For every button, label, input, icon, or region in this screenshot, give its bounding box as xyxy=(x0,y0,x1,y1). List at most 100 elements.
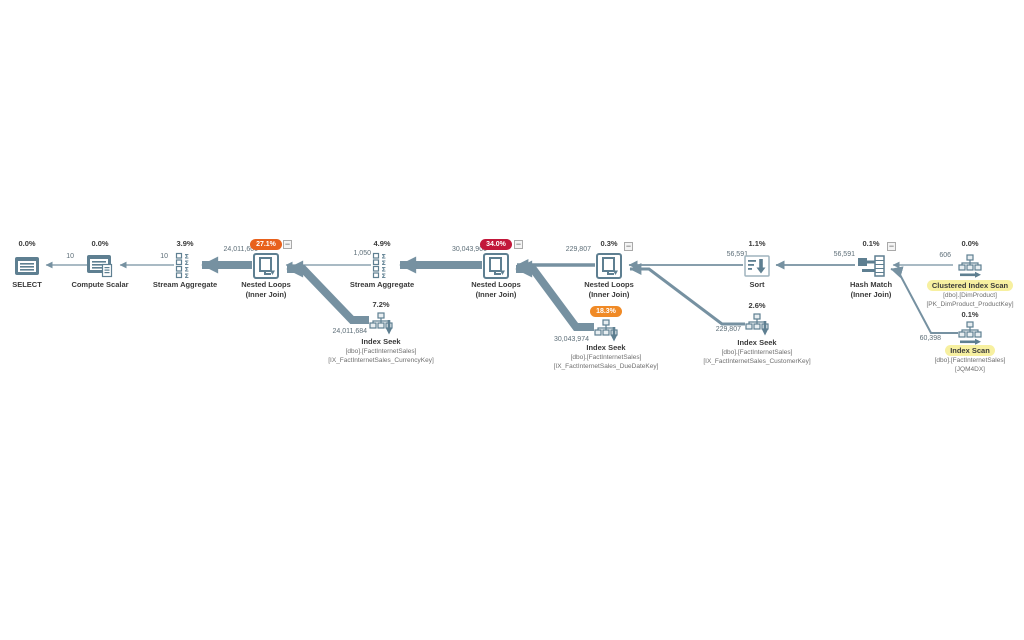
collapse-button[interactable]: − xyxy=(624,241,633,251)
plan-node-hash-match[interactable]: 0.1% Hash Match (Inner Join) xyxy=(826,239,916,299)
nested-loops-icon xyxy=(596,253,622,279)
collapse-button[interactable]: − xyxy=(514,239,523,249)
svg-text:Σ: Σ xyxy=(185,259,189,267)
node-label: Clustered Index Scan xyxy=(926,280,1014,291)
index-scan-icon xyxy=(958,321,982,345)
edge-index-seek-3-to-nested-loops-3 xyxy=(629,263,745,326)
plan-node-index-seek-3[interactable]: 2.6% Index Seek [dbo].[FactInternetSales… xyxy=(672,301,842,366)
edge-index-seek-2-to-nested-loops-2 xyxy=(515,260,594,331)
node-sublabel: (Inner Join) xyxy=(850,289,892,299)
cost-percent-badge: 27.1% xyxy=(250,239,282,250)
compute-scalar-icon xyxy=(87,255,113,278)
node-index: [JQM4DX] xyxy=(955,365,985,373)
hash-match-icon xyxy=(858,255,885,277)
node-index: [IX_FactInternetSales_CustomerKey] xyxy=(703,357,811,365)
node-label: Index Seek xyxy=(737,338,777,347)
cost-percent: 4.9% xyxy=(373,239,391,248)
sort-icon xyxy=(744,255,770,277)
index-seek-icon xyxy=(745,313,769,336)
edge-index-scan-to-hash-match xyxy=(890,266,958,334)
node-label: Compute Scalar xyxy=(71,280,129,289)
cost-percent: 0.0% xyxy=(91,239,109,248)
node-index: [IX_FactInternetSales_DueDateKey] xyxy=(553,362,659,370)
node-sublabel: (Inner Join) xyxy=(588,289,630,299)
node-index: [IX_FactInternetSales_CurrencyKey] xyxy=(328,356,434,364)
cost-percent-badge: 34.0% xyxy=(480,239,512,250)
node-label: Index Seek xyxy=(586,343,626,352)
rowcount-label: 1,050 xyxy=(353,250,371,257)
svg-text:Σ: Σ xyxy=(185,253,189,261)
svg-text:Σ: Σ xyxy=(185,272,189,280)
rowcount-label: 10 xyxy=(160,253,168,260)
cost-percent: 7.2% xyxy=(372,300,390,309)
node-label: SELECT xyxy=(12,280,42,289)
rowcount-label: 24,011,684 xyxy=(332,328,367,335)
rowcount-label: 56,591 xyxy=(833,251,855,258)
cost-percent: 0.3% xyxy=(600,239,618,248)
rowcount-label: 56,591 xyxy=(726,251,748,258)
node-label: Index Seek xyxy=(361,337,401,346)
cost-percent: 0.1% xyxy=(862,239,880,248)
cost-percent: 0.0% xyxy=(18,239,36,248)
node-label: Nested Loops xyxy=(241,280,291,289)
plan-node-index-scan[interactable]: 0.1% Index Scan [dbo].[FactInternetSales… xyxy=(895,310,1024,374)
node-object: [dbo].[DimProduct] xyxy=(943,291,997,299)
nested-loops-icon xyxy=(253,253,279,279)
svg-text:Σ: Σ xyxy=(382,253,386,261)
node-label: Hash Match xyxy=(849,280,893,289)
plan-node-nested-loops-2[interactable]: 34.0% Nested Loops (Inner Join) xyxy=(451,239,541,299)
rowcount-label: 30,043,900 xyxy=(451,246,487,253)
node-index: [PK_DimProduct_ProductKey] xyxy=(926,300,1014,308)
plan-node-select[interactable]: 0.0% SELECT xyxy=(0,239,59,290)
cost-percent: 3.9% xyxy=(176,239,194,248)
cost-percent: 1.1% xyxy=(748,239,766,248)
rowcount-label: 10 xyxy=(66,253,74,260)
cost-percent: 2.6% xyxy=(748,301,766,310)
node-object: [dbo].[FactInternetSales] xyxy=(934,356,1006,364)
node-label: Nested Loops xyxy=(471,280,521,289)
rowcount-label: 229,807 xyxy=(715,326,741,333)
cost-percent-badge: 18.3% xyxy=(590,306,622,317)
node-label: Stream Aggregate xyxy=(152,280,218,289)
rowcount-label: 30,043,974 xyxy=(553,336,589,343)
rowcount-label: 229,807 xyxy=(565,246,591,253)
index-seek-icon xyxy=(369,312,393,335)
plan-node-index-seek-1[interactable]: 7.2% Index Seek [dbo].[FactInternetSales… xyxy=(296,300,466,365)
plan-node-nested-loops-1[interactable]: 27.1% Nested Loops (Inner Join) xyxy=(221,239,311,299)
node-object: [dbo].[FactInternetSales] xyxy=(570,353,642,361)
svg-text:Σ: Σ xyxy=(382,266,386,274)
index-seek-icon xyxy=(594,319,618,342)
collapse-button[interactable]: − xyxy=(887,241,896,251)
collapse-button[interactable]: − xyxy=(283,239,292,249)
cost-percent: 0.1% xyxy=(961,310,979,319)
node-label: Stream Aggregate xyxy=(349,280,415,289)
plan-node-sort[interactable]: 1.1% Sort xyxy=(725,239,789,290)
plan-node-compute-scalar[interactable]: 0.0% Compute Scalar xyxy=(58,239,142,290)
result-icon xyxy=(15,257,39,275)
rowcount-label: 24,011,600 xyxy=(223,246,258,253)
node-label: Sort xyxy=(749,280,765,289)
svg-text:Σ: Σ xyxy=(185,266,189,274)
node-object: [dbo].[FactInternetSales] xyxy=(721,348,793,356)
svg-text:Σ: Σ xyxy=(382,272,386,280)
node-label: Index Scan xyxy=(945,345,995,356)
node-label: Nested Loops xyxy=(584,280,634,289)
clustered-index-scan-icon xyxy=(958,254,982,278)
edge-index-seek-1-to-nested-loops-1 xyxy=(286,260,369,324)
rowcount-label: 606 xyxy=(939,252,951,259)
node-object: [dbo].[FactInternetSales] xyxy=(345,347,417,355)
plan-node-nested-loops-3[interactable]: 0.3% Nested Loops (Inner Join) xyxy=(564,239,654,299)
plan-node-clustered-index-scan[interactable]: 0.0% Clustered Index Scan [dbo].[DimProd… xyxy=(895,239,1024,309)
node-sublabel: (Inner Join) xyxy=(475,289,517,299)
node-sublabel: (Inner Join) xyxy=(245,289,287,299)
plan-node-index-seek-2[interactable]: 18.3% Index Seek [dbo].[FactInternetSale… xyxy=(521,306,691,371)
rowcount-label: 60,398 xyxy=(919,335,941,342)
cost-percent: 0.0% xyxy=(961,239,979,248)
nested-loops-icon xyxy=(483,253,509,279)
